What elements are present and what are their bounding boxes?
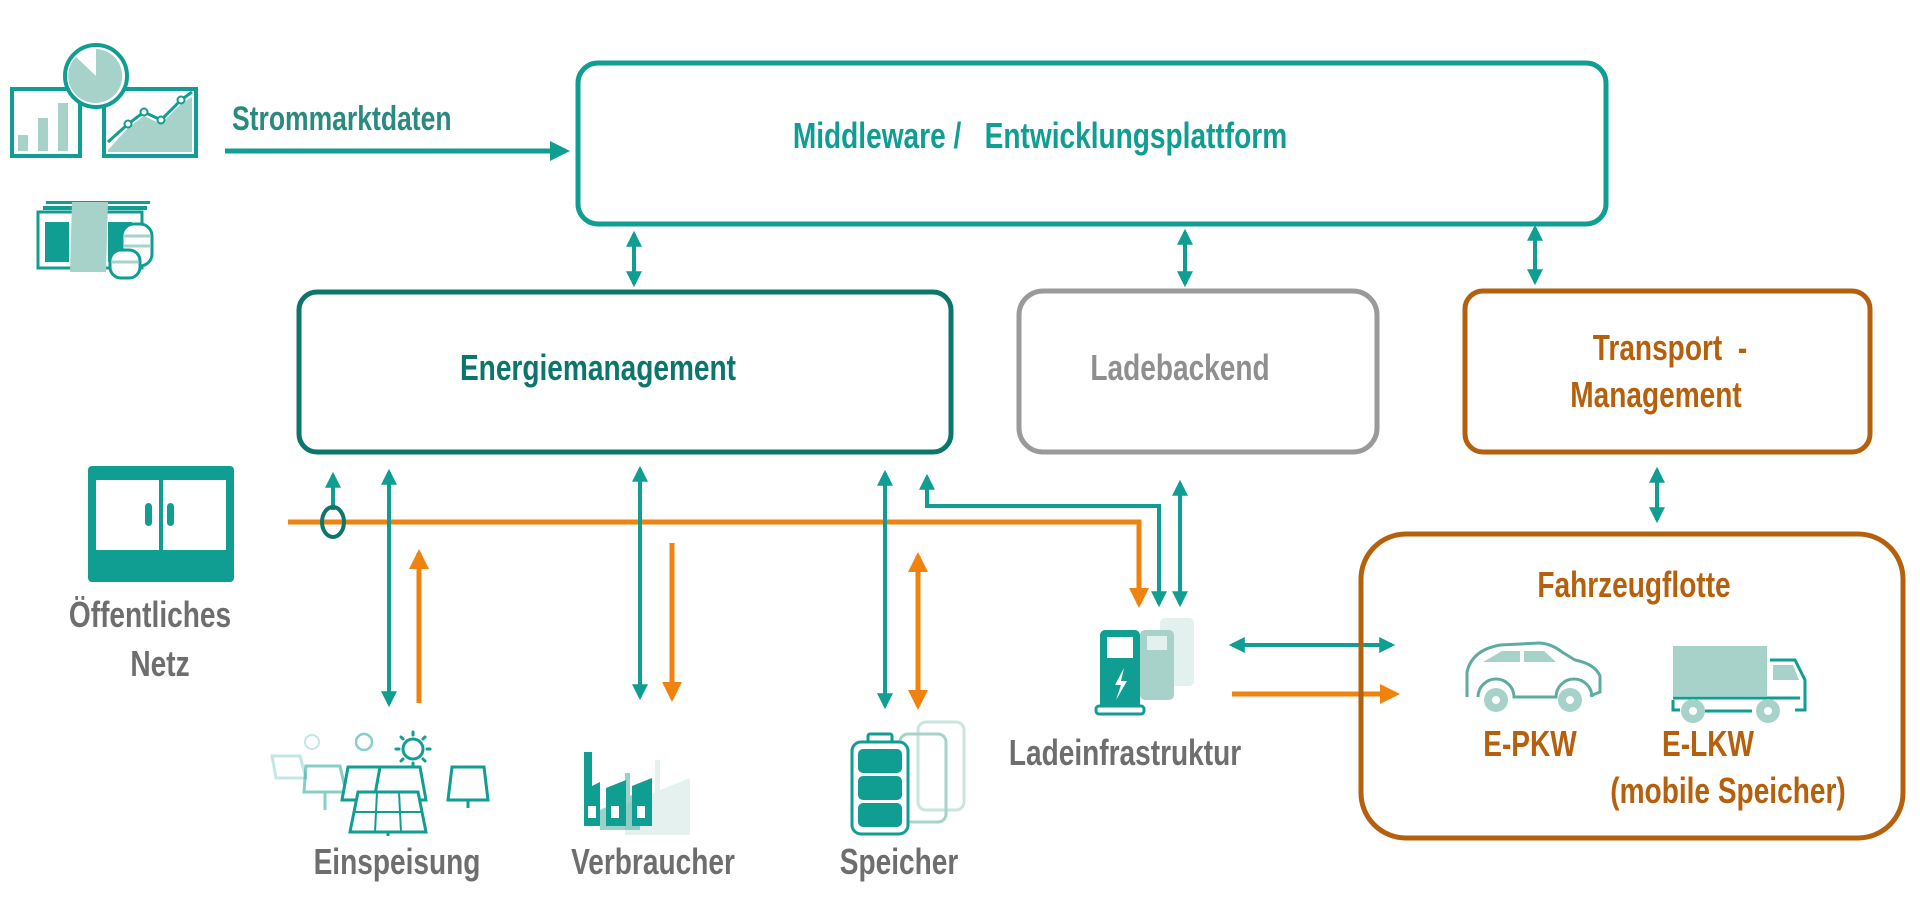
charging-backend-box[interactable]: Ladebackend: [1016, 288, 1380, 455]
factory-icon: [584, 752, 690, 835]
power-bus-line: [288, 519, 1149, 608]
solar-panels-icon: [270, 730, 490, 836]
vehicle-fleet-title: Fahrzeugflotte: [1537, 565, 1730, 605]
vehicle-fleet-box[interactable]: Fahrzeugflotte: [1358, 531, 1906, 841]
battery-icon: [850, 720, 966, 836]
charging-infra-label: Ladeinfrastruktur: [1009, 733, 1242, 773]
middleware-box[interactable]: Middleware / Entwicklungsplattform: [575, 60, 1609, 227]
meter-icon: [320, 505, 346, 539]
energy-management-label: Energiemanagement: [460, 348, 736, 388]
energy-management-box[interactable]: Energiemanagement: [296, 289, 954, 455]
energy-charging-link: [919, 473, 1167, 608]
storage-label: Speicher: [840, 842, 959, 882]
grid-cabinet-icon: [88, 466, 234, 582]
market-charts-icon: [10, 43, 198, 158]
market-data-label: Strommarktdaten: [232, 100, 452, 138]
charging-backend-label: Ladebackend: [1090, 348, 1269, 388]
e-car-label: E-PKW: [1483, 724, 1577, 764]
transport-management-label-line2: Management: [1570, 375, 1742, 415]
public-grid-label-line1: Öffentliches: [69, 595, 231, 635]
transport-management-label-line1: Transport -: [1593, 328, 1747, 368]
e-truck-sublabel: (mobile Speicher): [1610, 771, 1845, 811]
electric-truck-icon: [1671, 646, 1807, 723]
transport-management-box[interactable]: Transport - Management: [1462, 288, 1873, 455]
public-grid-label-line2: Netz: [130, 644, 189, 684]
feed-in-label: Einspeisung: [314, 842, 481, 882]
consumers-label: Verbraucher: [571, 842, 735, 882]
electric-car-icon: [1465, 641, 1602, 712]
charging-station-icon: [1094, 618, 1194, 716]
money-coins-icon: [36, 201, 154, 280]
middleware-label: Middleware / Entwicklungsplattform: [793, 116, 1287, 156]
e-truck-label: E-LKW: [1662, 724, 1754, 764]
